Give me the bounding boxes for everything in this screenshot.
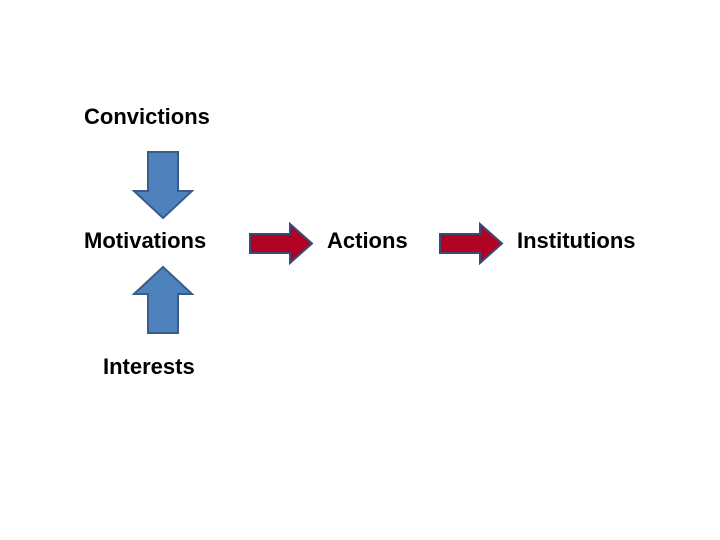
arrow-right-polygon (249, 221, 314, 266)
arrow-up-shape (131, 265, 195, 334)
arrow-down-icon (131, 151, 195, 220)
arrow-right-icon (249, 221, 314, 266)
arrow-right-icon (439, 221, 504, 266)
node-label-actions: Actions (327, 228, 408, 253)
arrow-down-polygon (131, 151, 195, 220)
arrow-right-polygon (439, 221, 504, 266)
node-label-interests: Interests (103, 354, 195, 379)
arrow-up-polygon (131, 265, 195, 334)
node-label-convictions: Convictions (84, 104, 210, 129)
arrow-right-shape (249, 221, 314, 266)
arrow-down-shape (131, 151, 195, 220)
arrow-up-icon (131, 265, 195, 334)
node-label-institutions: Institutions (517, 228, 636, 253)
node-label-motivations: Motivations (84, 228, 207, 253)
arrow-right-shape (439, 221, 504, 266)
